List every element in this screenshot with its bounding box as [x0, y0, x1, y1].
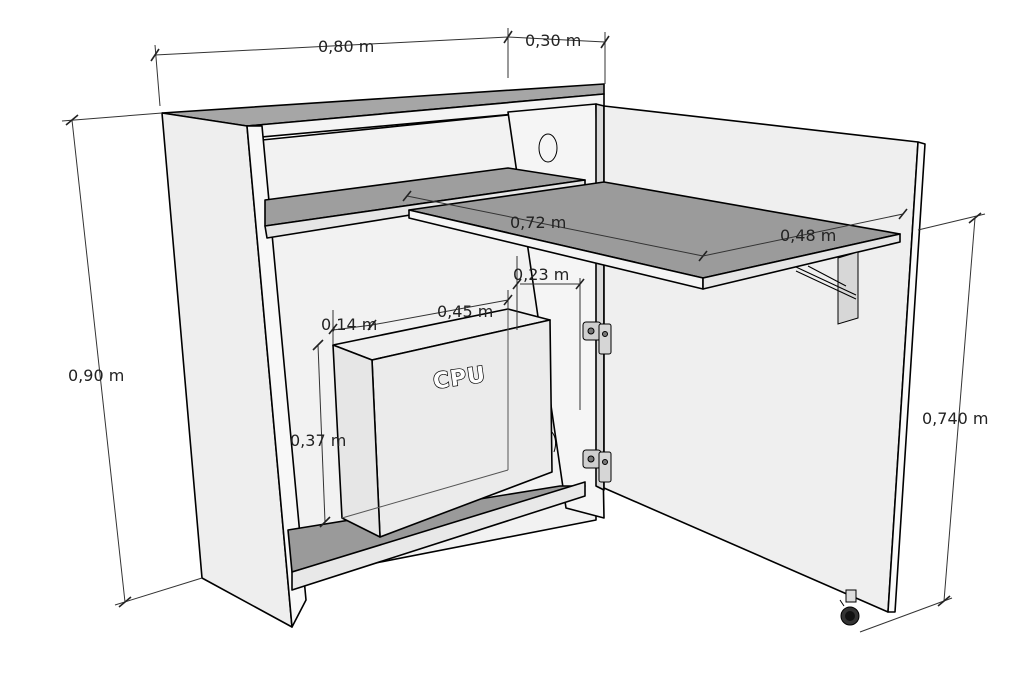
desk-right-edge — [702, 233, 901, 290]
label-width-door: 0,30 m — [525, 31, 581, 50]
cabinet-left-front-edge — [246, 125, 307, 628]
fold-out-desk — [408, 181, 901, 325]
label-cpu-height: 0,37 m — [290, 431, 346, 450]
cpu-box: CPU — [332, 308, 557, 538]
dim-line-cpu-depth — [371, 299, 509, 326]
label-height-total: 0,90 m — [68, 366, 124, 385]
dim-line-height-door — [943, 217, 976, 602]
label-desk-depth: 0,48 m — [780, 226, 836, 245]
label-width-main: 0,80 m — [318, 37, 374, 56]
bottom-shelf-front — [291, 481, 586, 591]
dim-line-cpu-height — [317, 344, 326, 523]
label-cpu-depth: 0,45 m — [437, 302, 493, 321]
desk-support-bracket — [795, 251, 859, 325]
door-edge — [595, 103, 605, 491]
cabinet-door — [582, 103, 926, 626]
caster-wheel — [839, 589, 860, 626]
label-height-door: 0,740 m — [922, 409, 988, 428]
dim-line-height-total — [71, 119, 126, 603]
label-desk-width: 0,72 m — [510, 213, 566, 232]
door-panel — [603, 105, 919, 613]
dim-line-desk-depth — [702, 213, 904, 257]
dimension-lines — [61, 28, 986, 633]
cable-hole — [538, 133, 558, 163]
dim-line-width-main — [154, 36, 509, 56]
label-cpu-width: 0,14 m — [321, 315, 377, 334]
cpu-cable — [551, 431, 557, 453]
lower-hinge — [582, 449, 612, 483]
dimension-labels: 0,80 m 0,30 m 0,90 m 0,740 m 0,72 m 0,48… — [68, 31, 988, 450]
label-gap-under-desk: 0,23 m — [513, 265, 569, 284]
dim-line-desk-width — [406, 195, 704, 257]
door-right-edge — [887, 141, 926, 613]
dim-line-cpu-width — [332, 324, 373, 331]
upper-hinge — [582, 321, 612, 355]
dim-line-width-door — [507, 36, 606, 43]
cpu-hidden-edge — [341, 469, 509, 519]
cpu-side-face — [332, 344, 381, 538]
